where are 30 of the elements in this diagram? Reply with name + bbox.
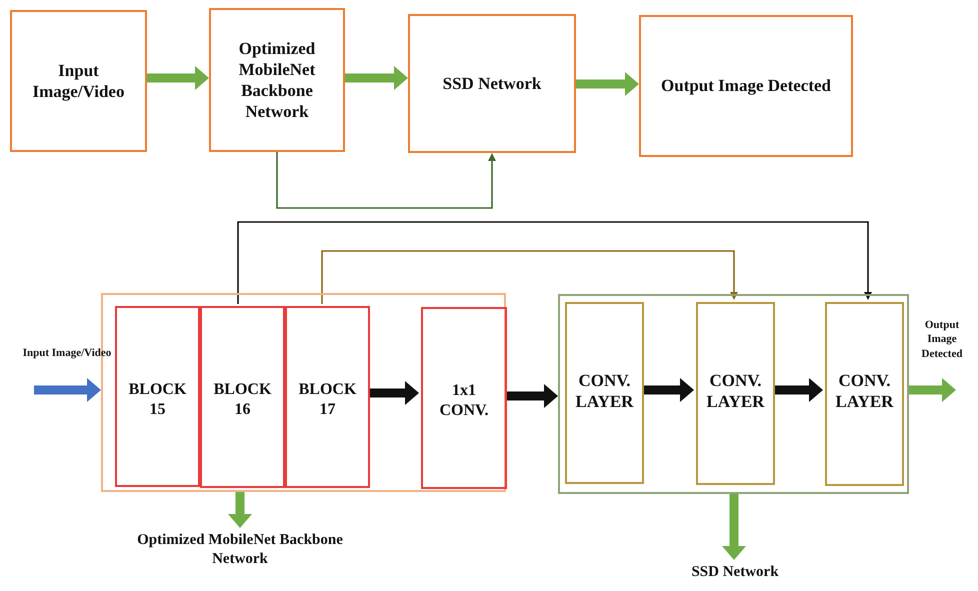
layer-box: CONV. LAYER [696,302,775,485]
layer-box: BLOCK 15 [115,306,200,487]
process-box: SSD Network [408,14,576,153]
io-label: Output Image Detected [920,318,964,361]
layer-box: BLOCK 17 [285,306,370,488]
caption-text: SSD Network [640,560,830,584]
block-arrow [909,378,956,402]
block-arrow [773,378,823,402]
block-arrow [505,384,558,408]
block-arrow [34,378,101,402]
connector-arrow [321,250,738,304]
layer-box: BLOCK 16 [200,306,285,488]
connector-arrow [237,221,872,304]
caption-text: Optimized MobileNet Backbone Network [120,528,360,572]
connector-arrow [276,152,496,209]
group-box [558,294,909,494]
process-box: Optimized MobileNet Backbone Network [209,8,345,152]
layer-box: CONV. LAYER [565,302,644,484]
block-arrow [576,72,639,96]
io-label: Input Image/Video [22,346,112,360]
block-arrow [345,66,408,90]
process-box: Output Image Detected [639,15,853,157]
block-arrow [722,494,746,560]
block-arrow [228,492,252,528]
block-arrow [642,378,694,402]
layer-box: 1x1 CONV. [421,307,507,489]
layer-box: CONV. LAYER [825,302,904,486]
process-box: Input Image/Video [10,10,147,152]
block-arrow [368,381,419,405]
block-arrow [147,66,209,90]
